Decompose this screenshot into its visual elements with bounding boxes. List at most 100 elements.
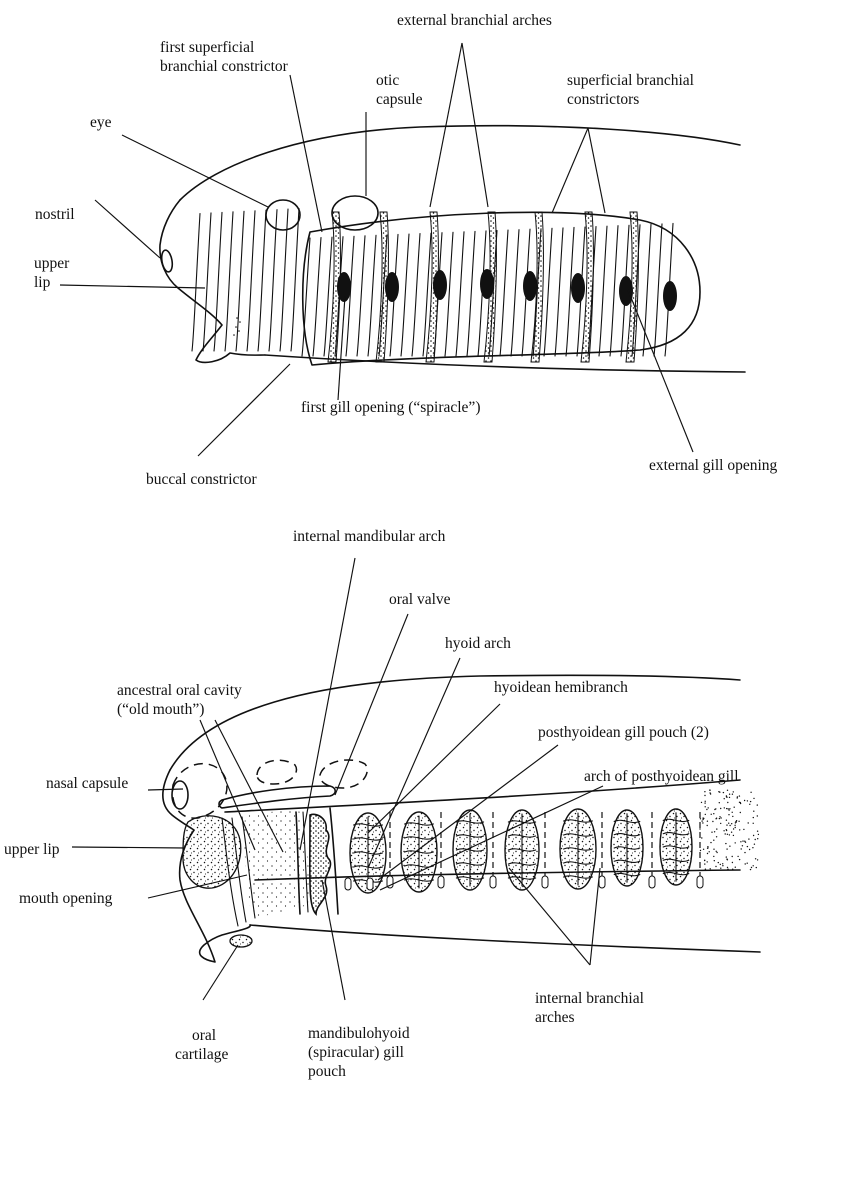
stipple-dot bbox=[732, 812, 733, 813]
stipple-dot bbox=[724, 807, 725, 808]
nostril-shape bbox=[160, 249, 174, 272]
constrictor-stripe bbox=[555, 228, 563, 356]
stipple-dot bbox=[722, 865, 723, 866]
stipple-dot bbox=[726, 824, 727, 825]
stipple-dot bbox=[701, 820, 702, 821]
stipple-dot bbox=[729, 808, 730, 809]
stipple-dot bbox=[713, 849, 714, 850]
constrictor-stripe bbox=[610, 226, 618, 356]
constrictor-stripe bbox=[401, 234, 409, 356]
stipple-dot bbox=[705, 814, 706, 815]
oral-cartilage-shape bbox=[230, 935, 252, 947]
stipple-dot bbox=[732, 869, 733, 870]
stipple-dot bbox=[727, 869, 728, 870]
stipple-dot bbox=[726, 856, 727, 857]
stipple-dot bbox=[732, 794, 733, 795]
stipple-dot bbox=[716, 828, 717, 829]
stipple-dot bbox=[751, 867, 752, 868]
internal-view-figure: internal mandibular arch oral valve hyoi… bbox=[4, 528, 760, 1080]
label-internal-branchial-arches-line1: internal branchial bbox=[535, 990, 644, 1007]
stipple-dot bbox=[736, 820, 737, 821]
stipple-dot bbox=[744, 852, 745, 853]
label-arch-of-posthyoidean-gill: arch of posthyoidean gill bbox=[584, 768, 739, 785]
stipple-dot bbox=[704, 860, 705, 861]
label-nostril: nostril bbox=[35, 206, 75, 223]
tail-stipple bbox=[699, 789, 759, 870]
mandibulohyoid-pouch-shape bbox=[310, 814, 331, 914]
stipple-dot bbox=[706, 809, 707, 810]
stipple-dot bbox=[703, 849, 704, 850]
stipple-dot bbox=[733, 791, 734, 792]
stipple-dot bbox=[716, 851, 717, 852]
stipple-dot bbox=[701, 837, 702, 838]
stipple-dot bbox=[753, 817, 754, 818]
constrictor-stripe bbox=[192, 214, 200, 352]
stipple-dot bbox=[740, 812, 741, 813]
stipple-dot bbox=[738, 821, 739, 822]
stipple-dot bbox=[745, 863, 746, 864]
stipple-dot bbox=[731, 823, 732, 824]
stipple-dot bbox=[757, 838, 758, 839]
label-upper-lip: upper lip bbox=[4, 841, 60, 858]
label-external-branchial-arches: external branchial arches bbox=[397, 12, 552, 29]
arch-cartilage-ring bbox=[599, 876, 605, 888]
bottom-leader-lines bbox=[72, 558, 603, 1000]
stipple-dot bbox=[705, 869, 706, 870]
stipple-dot bbox=[712, 821, 713, 822]
label-upper-lip-line1: upper bbox=[34, 255, 70, 272]
stipple-dot bbox=[711, 832, 712, 833]
stipple-dot bbox=[727, 802, 728, 803]
arch-cartilage-ring bbox=[367, 878, 373, 890]
label-superficial-constrictors-line2: constrictors bbox=[567, 91, 639, 108]
label-ancestral-oral-cavity-line2: (“old mouth”) bbox=[117, 701, 204, 718]
stipple-dot bbox=[740, 803, 741, 804]
upper-lip-shape bbox=[183, 816, 241, 888]
stipple-dot bbox=[702, 822, 703, 823]
stipple-dot bbox=[709, 851, 710, 852]
stipple-dot bbox=[718, 862, 719, 863]
stipple-dot bbox=[710, 842, 711, 843]
arch-cartilage-ring bbox=[542, 876, 548, 888]
gill-opening bbox=[480, 269, 494, 299]
stipple-dot bbox=[756, 867, 757, 868]
stipple-dot bbox=[753, 798, 754, 799]
constrictor-stripe bbox=[247, 211, 255, 351]
stipple-dot bbox=[726, 820, 727, 821]
constrictor-stripe bbox=[445, 232, 453, 356]
label-mandibulohyoid-line3: pouch bbox=[308, 1063, 346, 1080]
stipple-dot bbox=[708, 807, 709, 808]
stipple-dot bbox=[707, 861, 708, 862]
stipple-dot bbox=[735, 842, 736, 843]
arch-cartilage-ring bbox=[345, 878, 351, 890]
stipple-dot bbox=[729, 797, 730, 798]
stipple-dot bbox=[734, 807, 735, 808]
nasal-opening bbox=[172, 781, 188, 809]
stipple-dot bbox=[707, 853, 708, 854]
constrictor-stripe bbox=[511, 230, 519, 356]
stipple-dot bbox=[715, 866, 716, 867]
stipple-dot bbox=[729, 834, 730, 835]
label-oral-valve: oral valve bbox=[389, 591, 451, 608]
gill-opening bbox=[337, 272, 351, 302]
gill-opening bbox=[663, 281, 677, 311]
arch-cartilage-ring bbox=[490, 876, 496, 888]
stipple-dot bbox=[725, 833, 726, 834]
stipple-dot bbox=[726, 808, 727, 809]
label-internal-branchial-arches-line2: arches bbox=[535, 1009, 575, 1026]
stipple-dot bbox=[750, 869, 751, 870]
stipple-dot bbox=[727, 790, 728, 791]
constrictor-stripe bbox=[203, 213, 211, 351]
stipple-dot bbox=[755, 858, 756, 859]
stipple-dot bbox=[732, 862, 733, 863]
label-external-gill-opening: external gill opening bbox=[649, 457, 778, 474]
stipple-dot bbox=[720, 864, 721, 865]
stipple-dot bbox=[735, 827, 736, 828]
constrictor-stripe bbox=[467, 231, 475, 356]
stipple-dot bbox=[726, 848, 727, 849]
head-outline bbox=[160, 200, 265, 362]
stipple-dot bbox=[704, 791, 705, 792]
label-otic-line2: capsule bbox=[376, 91, 423, 108]
constrictor-stripe bbox=[258, 210, 266, 351]
